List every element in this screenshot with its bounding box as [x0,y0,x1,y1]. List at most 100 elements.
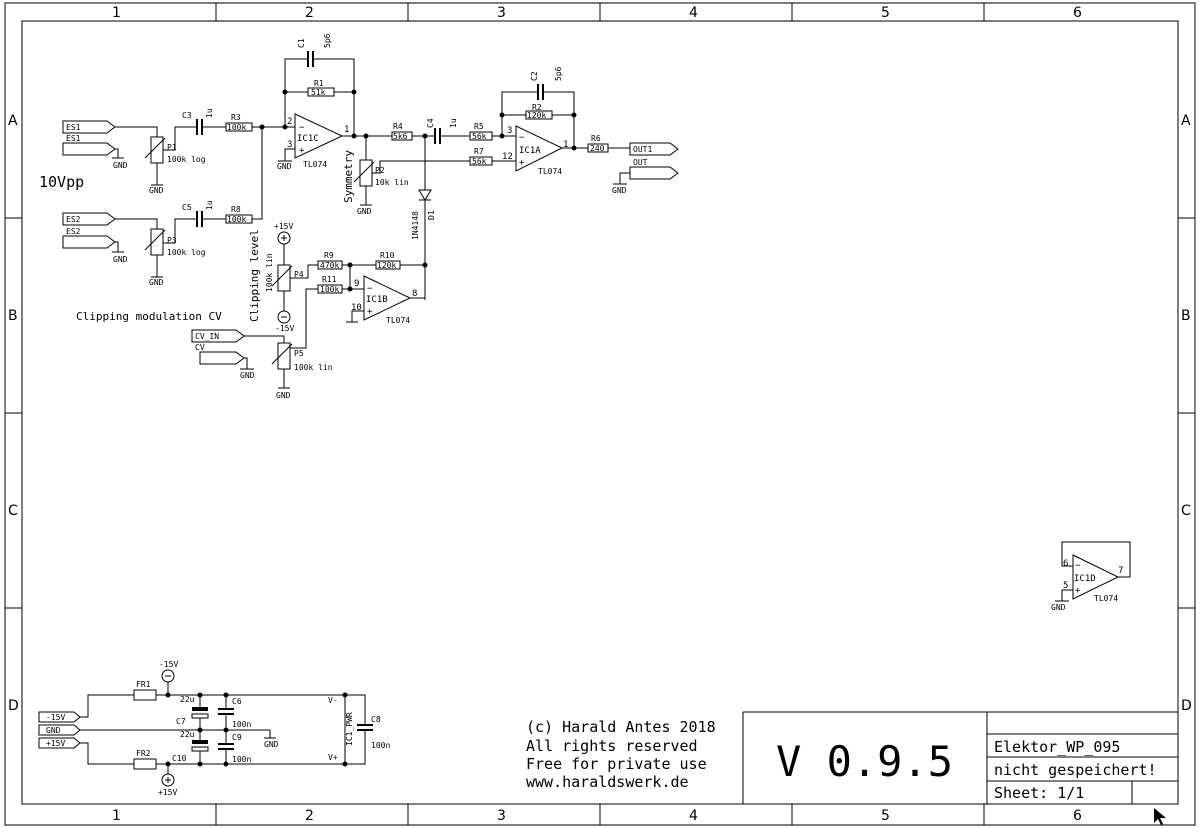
part-value: 100n [232,755,251,764]
svg-text:+: + [519,158,525,168]
pin-number: 3 [507,126,512,136]
gnd-label: GND [113,161,128,170]
note-symmetry: Symmetry [342,150,355,203]
part-name: R3 [231,113,241,122]
pin-number: 2 [287,117,292,127]
svg-text:−: − [367,284,373,294]
row-label: C [1181,503,1191,519]
part-value: 120k [377,261,396,270]
part-name: C3 [182,111,192,120]
r3-resistor: R3 100k [225,113,285,132]
part-name: IC1B [366,295,388,305]
pin-number: 10 [351,303,362,313]
part-value: 100k [320,285,339,294]
pin-number: 3 [287,140,292,150]
p4-clipping-pot: +15V -15V P4 100k lin Clipping level [248,222,318,333]
part-value: 5k6 [393,132,408,141]
row-label: B [8,308,18,324]
ic1c-opamp: − + IC1C TL074 2 3 1 GND [277,113,392,171]
ic1a-feedback: C2 5p6 R2 120k [499,66,577,148]
pin-number: 5 [1063,581,1068,591]
note-level: 10Vpp [39,173,84,191]
part-name: IC1C [297,134,319,144]
col-label: 4 [689,808,698,824]
part-value: 240 [590,144,605,153]
col-label: 3 [497,808,506,824]
part-name: C9 [232,733,242,742]
part-value: 1u [205,200,214,210]
part-name: C2 [530,71,539,81]
pin-number: 7 [1118,566,1123,576]
part-name: P4 [294,270,304,279]
copyright-line: www.haraldswerk.de [526,773,689,791]
cursor-arrow-icon [1154,808,1166,825]
col-label: 2 [305,808,314,824]
svg-text:−: − [1075,561,1081,571]
part-value: 1u [205,108,214,118]
part-value: TL074 [386,316,410,325]
row-label: B [1181,308,1191,324]
pin-label: V- [328,696,338,705]
part-value: 5p6 [554,66,563,81]
sheet-number: Sheet: 1/1 [994,784,1084,802]
gnd-label: GND [277,162,292,171]
net-label: ES1 [66,134,81,143]
svg-text:+: + [299,146,305,156]
c5-capacitor: C5 1u [182,200,226,227]
pin-number: 12 [502,152,513,162]
part-name: R4 [393,122,403,131]
part-name: P2 [375,166,385,175]
part-value: 100k [227,123,246,132]
net-label: ES2 [66,227,81,236]
power-supply: -15V GND +15V FR1 FR2 GND -15V +15V 2 [38,660,390,797]
part-value: 5p6 [323,33,332,48]
copyright-line: (c) Harald Antes 2018 [526,718,716,736]
part-name: FR1 [136,680,151,689]
note-clipping-cv: Clipping modulation CV [76,310,222,323]
part-name: R5 [474,122,484,131]
col-label: 1 [112,808,121,824]
row-label: C [8,503,18,519]
ic1b-opamp: − + IC1B TL074 9 10 8 [346,265,426,325]
part-value: 56k [472,157,487,166]
part-name: C1 [297,38,306,48]
part-value: TL074 [1094,594,1118,603]
svg-text:+: + [367,307,373,317]
part-value: 100k lin [294,363,333,372]
gnd-label: GND [1051,603,1066,612]
part-value: 100k [227,215,246,224]
r5-resistor: R5 56k [469,122,516,141]
cv-input: CV_IN CV GND GND P5 100k lin [191,329,333,400]
title-block: (c) Harald Antes 2018 All rights reserve… [526,711,1178,825]
part-value: 1N4148 [411,211,420,240]
project-name: Elektor_WP_095 [994,738,1120,756]
part-name: R11 [322,275,337,284]
part-name: C7 [176,717,186,726]
supply-label: -15V [159,660,178,669]
col-label: 6 [1073,5,1082,21]
part-name: C4 [426,118,435,128]
r11-resistor: R11 100k [290,275,350,349]
part-name: R10 [380,251,395,260]
p2-symmetry-pot: GND P2 10k lin Symmetry [342,136,470,216]
pin-label: V+ [328,753,338,762]
port-label: ES2 [66,215,81,224]
gnd-label: GND [276,391,291,400]
note-clipping-level: Clipping level [248,229,261,322]
part-value: 100k log [167,248,206,257]
row-label: A [8,113,18,129]
part-name: R6 [591,134,601,143]
row-label: A [1181,113,1191,129]
part-name: R9 [324,251,334,260]
col-label: 3 [497,5,506,21]
gnd-label: GND [357,207,372,216]
input-es1: ES1 ES1 GND GND P1 100k log [62,120,206,195]
part-name: C8 [371,715,381,724]
part-name: FR2 [136,749,151,758]
power-label: -15V [46,713,65,722]
part-value: 120k [527,111,546,120]
supply-label: -15V [275,324,294,333]
part-value: 100k lin [265,253,274,292]
part-name: C5 [182,203,192,212]
gnd-label: GND [264,740,279,749]
